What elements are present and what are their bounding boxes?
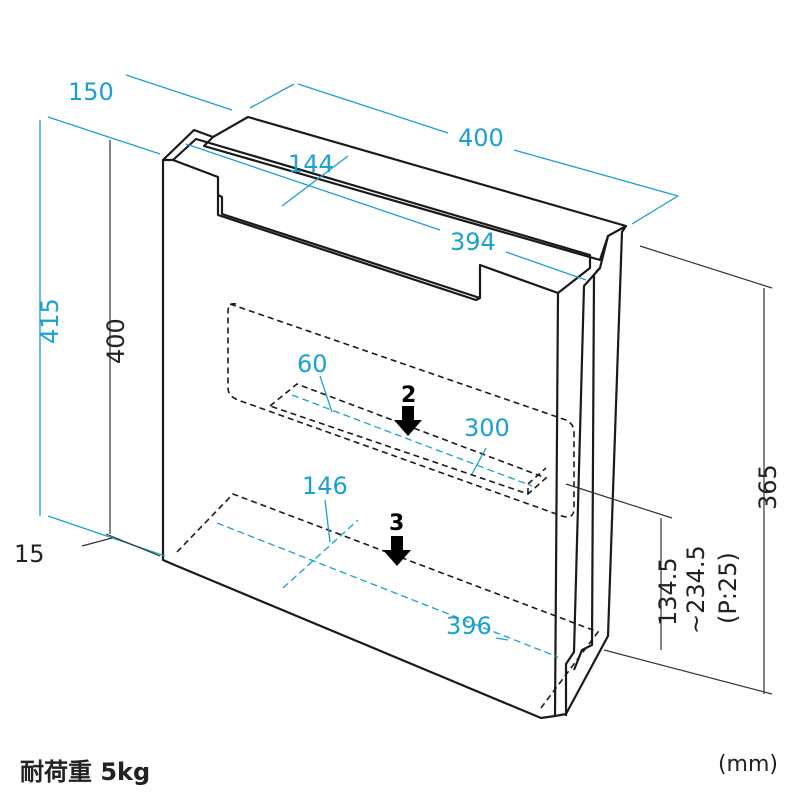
dim-15-ext [105, 533, 161, 557]
front-face [161, 158, 560, 720]
dim-400-line-b [513, 149, 679, 197]
dim-300-leader [471, 447, 487, 475]
label-adjust-end: ~234.5 [682, 545, 710, 634]
label-depth: 150 [68, 78, 114, 106]
label-width: 400 [458, 124, 504, 152]
base-centerline-long [216, 522, 559, 658]
box-outline [161, 115, 628, 720]
dim-15-leader [81, 537, 113, 547]
label-slot-depth: 60 [297, 350, 328, 378]
ext-top-left [47, 116, 161, 155]
dim-365-ext-top [639, 245, 773, 289]
dim-400-line-a [297, 83, 449, 134]
upper-window [227, 302, 575, 518]
label-base-width: 396 [446, 612, 492, 640]
label-adjust-start: 134.5 [654, 557, 682, 626]
dim-394-line-b [505, 251, 587, 281]
shelf-marker-2: 2 [401, 383, 416, 408]
base-centerline-short [282, 519, 359, 589]
shelf-2-centerline [291, 394, 533, 487]
shelf-marker-3: 3 [389, 511, 404, 536]
arrow-down-icon [394, 406, 422, 436]
label-foot-height: 15 [14, 540, 45, 568]
right-side-outer [554, 225, 627, 718]
label-inner-depth: 144 [288, 150, 334, 178]
top-rim [162, 115, 628, 273]
label-slot-width: 300 [464, 414, 510, 442]
dim-150-line [125, 74, 233, 111]
label-total-height: 415 [36, 298, 64, 344]
arrows [383, 406, 422, 566]
load-capacity-text: 耐荷重 5kg [20, 758, 151, 786]
dim-146-leader [324, 499, 331, 543]
label-base-depth: 146 [302, 472, 348, 500]
black-dimension-lines [81, 140, 773, 695]
right-side-inner-2 [572, 273, 596, 671]
label-adjust-pitch: (P:25) [714, 552, 742, 624]
dim-400-ext [631, 195, 679, 225]
unit-text: (mm) [717, 752, 778, 777]
arrow-down-icon [383, 536, 411, 566]
shelf-2-tray [268, 383, 548, 495]
dim-365-ext-bottom [603, 649, 773, 695]
dimension-lines [39, 74, 679, 641]
dim-60-leader [319, 375, 333, 413]
shelf-2-lip [527, 467, 547, 494]
label-body-height: 400 [102, 318, 130, 364]
base-shelf [176, 493, 600, 709]
top-inner-edge [202, 136, 610, 262]
right-side-inner-1 [564, 267, 601, 716]
center-lines [216, 394, 559, 658]
label-right-height: 365 [754, 464, 782, 510]
dim-144-line [281, 155, 349, 207]
dim-396-leader [495, 637, 509, 641]
front-slot [217, 194, 481, 300]
dim-394-line-a [185, 143, 441, 231]
label-inner-width: 394 [450, 228, 496, 256]
top-lip [172, 137, 592, 294]
hidden-lines [176, 302, 600, 709]
dim-adjust-ext-top [565, 483, 673, 519]
dim-150-ext [249, 83, 295, 109]
ext-bottom-left [47, 515, 166, 557]
